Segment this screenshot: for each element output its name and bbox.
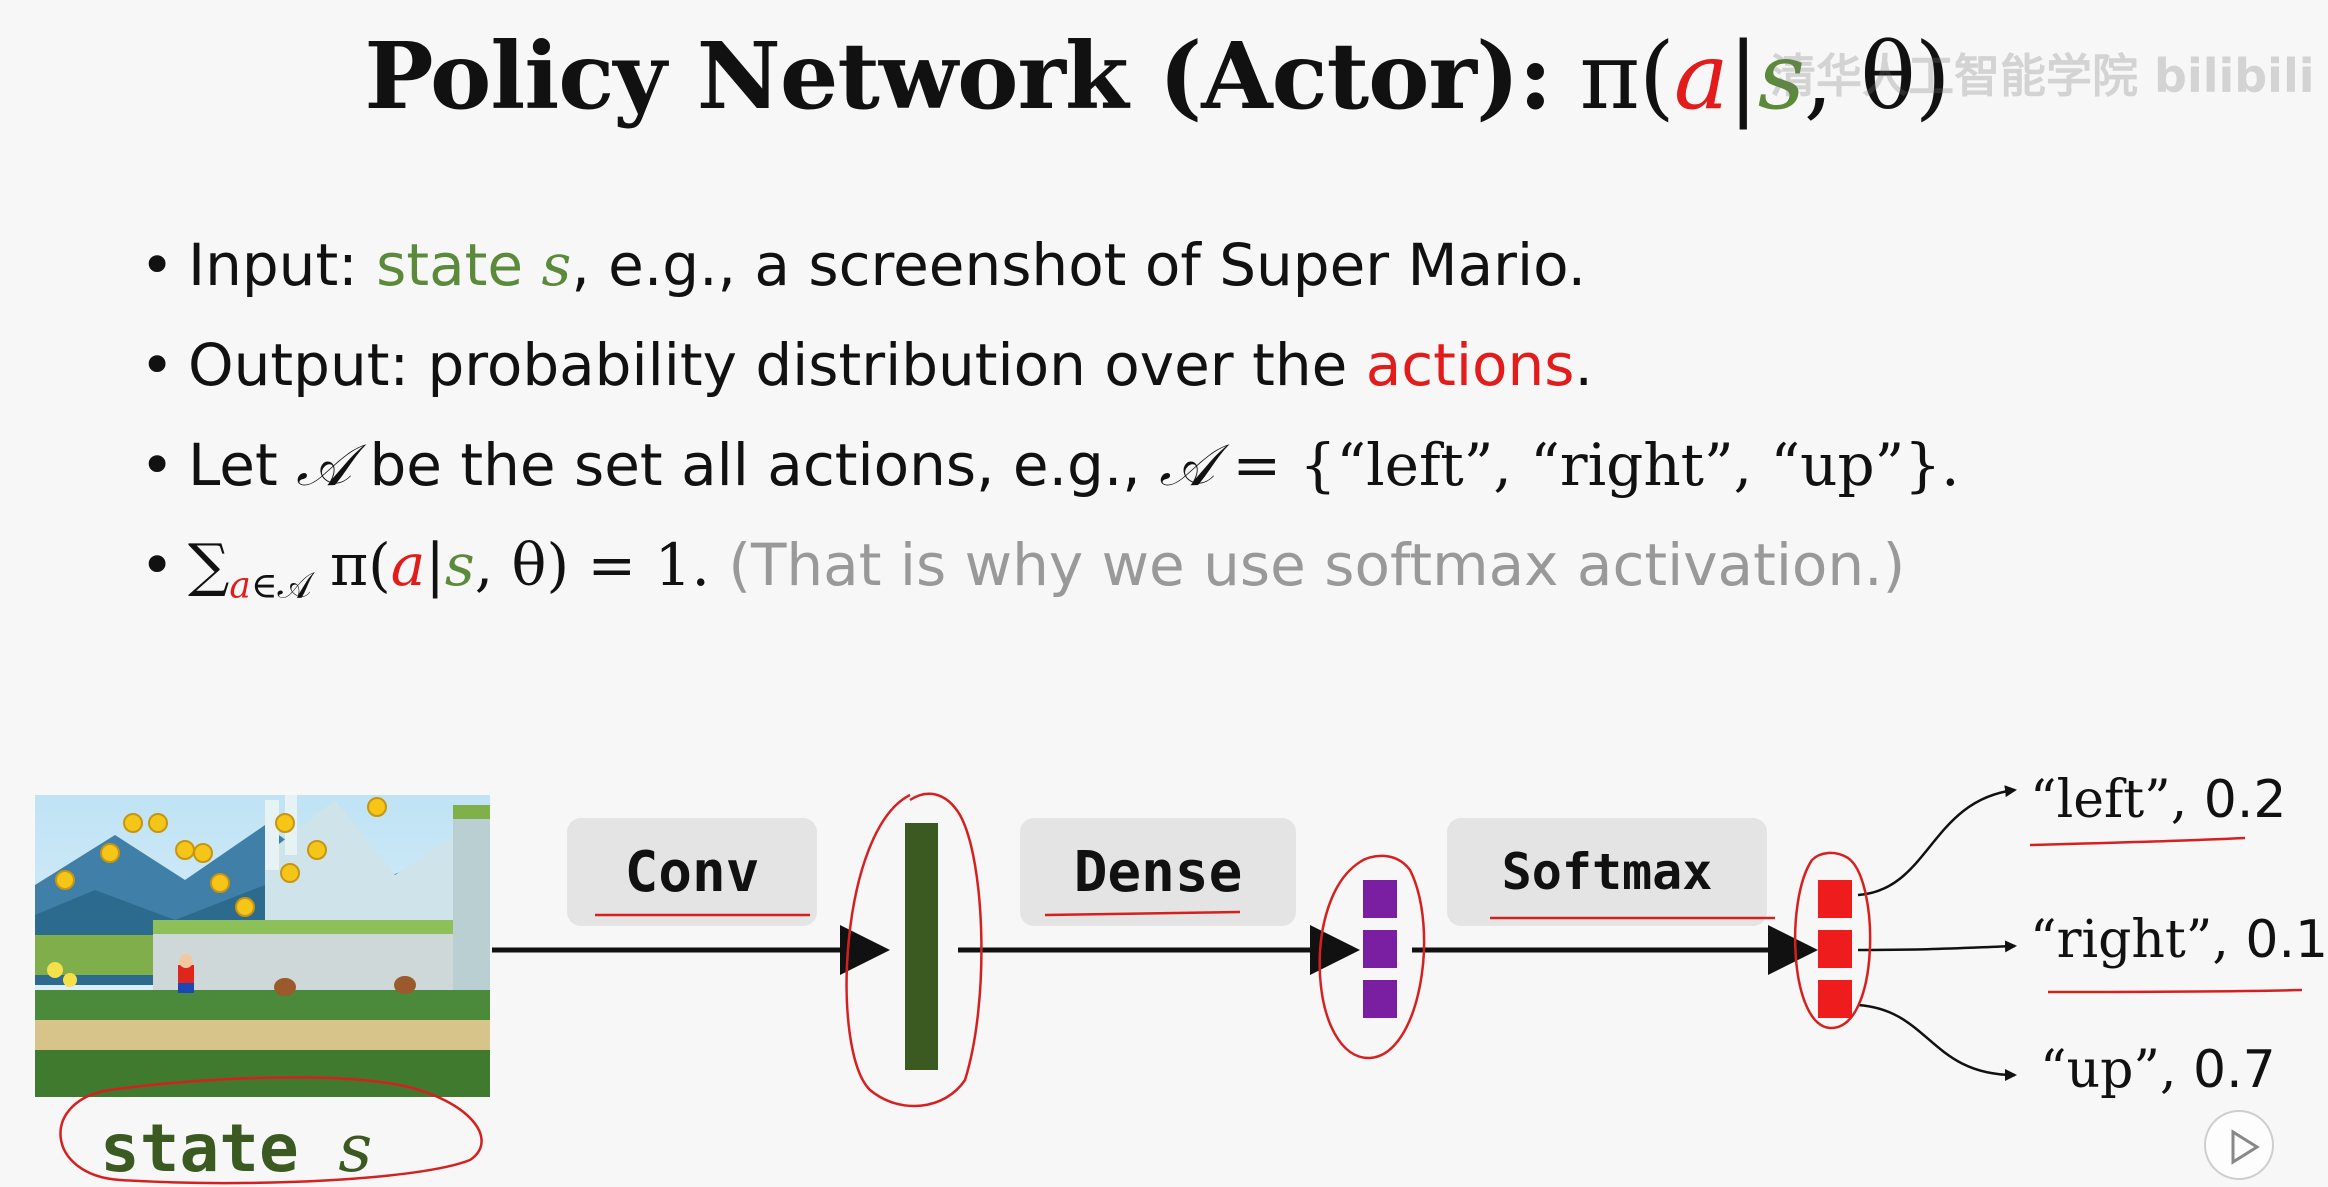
play-icon — [2231, 1129, 2260, 1165]
title-formula: π(a|s, θ) — [1579, 23, 1950, 130]
bullet-action-set: •Let 𝒜 be the set all actions, e.g., 𝒜 =… — [140, 431, 1960, 499]
circle-conv — [845, 792, 983, 1108]
dense-neuron-1 — [1363, 880, 1397, 918]
watermark: 清华人工智能学院 bilibili — [1770, 49, 2315, 103]
softmax-neurons — [1818, 880, 1852, 1018]
play-button[interactable] — [2204, 1110, 2274, 1180]
circle-dense — [1318, 854, 1426, 1060]
circle-state — [59, 1076, 483, 1185]
softmax-neuron-up — [1818, 980, 1852, 1018]
state-label: state s — [100, 1110, 373, 1187]
underline-dense — [1044, 910, 1241, 917]
output-right: “right”, 0.1 — [2030, 910, 2328, 970]
bullet-sum: •∑a∈𝒜 π(a|s, θ) = 1. (That is why we use… — [140, 531, 1906, 607]
conv-layer-label: Conv — [567, 818, 817, 926]
conv-feature-vector — [905, 823, 938, 1070]
dense-neuron-3 — [1363, 980, 1397, 1018]
softmax-layer-label: Softmax — [1447, 818, 1767, 926]
bullet-list: •Input: state s, e.g., a screenshot of S… — [140, 215, 1960, 615]
bullet-input: •Input: state s, e.g., a screenshot of S… — [140, 231, 1587, 299]
slide-title: Policy Network (Actor): π(a|s, θ) — [0, 22, 2314, 130]
arrow-to-right — [1857, 940, 2017, 953]
dense-neuron-2 — [1363, 930, 1397, 968]
softmax-neuron-left — [1818, 880, 1852, 918]
dense-layer-label: Dense — [1020, 818, 1296, 926]
arrow-to-up — [1857, 1003, 2017, 1081]
dense-neurons — [1363, 880, 1397, 1018]
softmax-neuron-right — [1818, 930, 1852, 968]
bullet-output: •Output: probability distribution over t… — [140, 331, 1593, 399]
output-up: “up”, 0.7 — [2040, 1040, 2276, 1100]
red-annotations — [59, 792, 2303, 1185]
underline-right — [2047, 988, 2303, 994]
arrow-to-left — [1857, 785, 2017, 897]
circle-softmax — [1793, 851, 1872, 1030]
underline-left — [2029, 836, 2246, 847]
title-text: Policy Network (Actor): — [364, 22, 1552, 130]
output-left: “left”, 0.2 — [2030, 770, 2287, 830]
